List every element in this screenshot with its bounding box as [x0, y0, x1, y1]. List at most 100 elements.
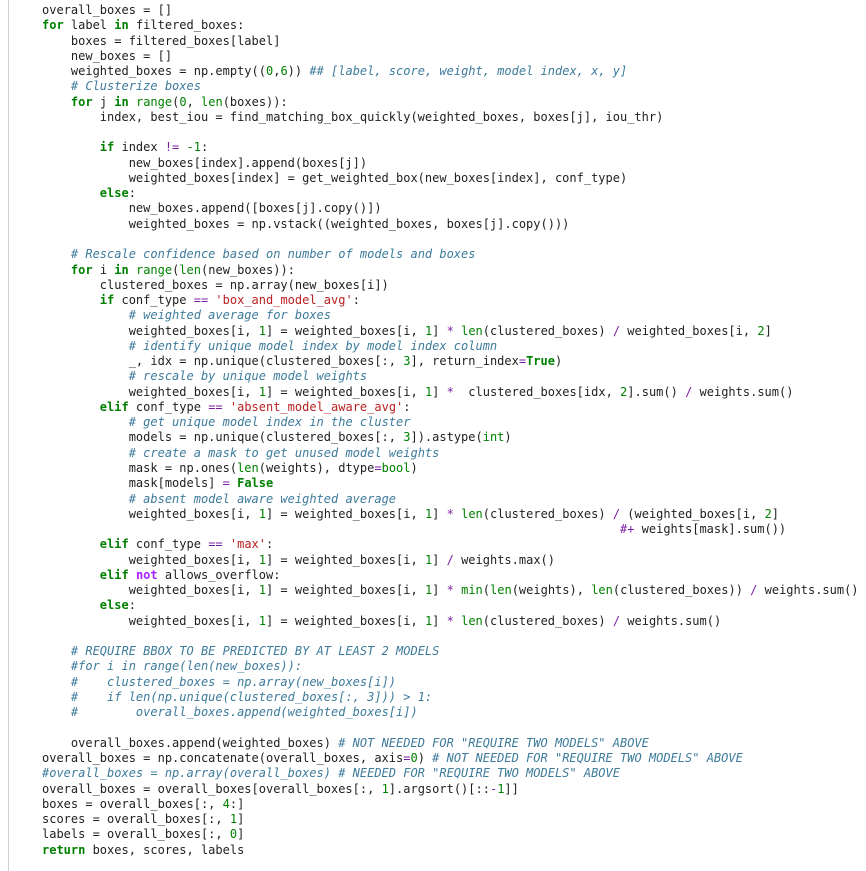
code-line: overall_boxes = np.concatenate(overall_b…: [42, 751, 859, 766]
code-token: 0: [410, 751, 418, 766]
code-line: elif conf_type == 'absent_model_aware_av…: [42, 400, 859, 415]
code-line: overall_boxes = overall_boxes[overall_bo…: [42, 782, 859, 797]
code-token: ]).astype(: [410, 430, 483, 445]
code-token: [454, 507, 461, 521]
code-token: ] = weighted_boxes[i,: [265, 583, 425, 598]
code-token: 1: [229, 812, 238, 827]
code-token: in: [114, 94, 129, 109]
code-line: # if len(np.unique(clustered_boxes[:, 3]…: [42, 690, 859, 705]
code-token: len: [490, 583, 512, 598]
code-token: in: [114, 18, 129, 33]
code-line: # rescale by unique model weights: [42, 369, 859, 384]
code-token: ): [410, 460, 418, 475]
code-token: weighted_boxes[i,: [42, 506, 259, 521]
code-line: # Clusterize boxes: [42, 79, 859, 94]
code-token: weights[mask].sum()): [634, 522, 787, 537]
code-token: _, idx = np.unique(clustered_boxes[:,: [42, 354, 404, 369]
code-token: (: [482, 583, 491, 598]
code-token: *: [446, 323, 454, 338]
code-line: [42, 125, 859, 140]
code-token: weighted_boxes[i,: [42, 323, 259, 338]
code-token: 0: [265, 64, 274, 79]
code-token: # identify unique model index by model i…: [128, 338, 498, 353]
code-token: [42, 522, 620, 536]
code-line: weighted_boxes[i, 1] = weighted_boxes[i,…: [42, 385, 859, 400]
code-line: for label in filtered_boxes:: [42, 18, 859, 33]
code-token: boxes = filtered_boxes[label]: [42, 33, 281, 48]
code-line: new_boxes.append([boxes[j].copy()]): [42, 201, 859, 216]
code-token: [42, 705, 71, 719]
code-token: 2: [764, 506, 772, 521]
code-cell[interactable]: overall_boxes = []for label in filtered_…: [8, 0, 866, 871]
code-token: ): [417, 751, 433, 766]
code-line: # absent model aware weighted average: [42, 492, 859, 507]
code-token: len: [201, 94, 223, 109]
code-token: ==: [208, 537, 223, 552]
code-token: ]: [432, 583, 447, 598]
code-token: scores = overall_boxes[:,: [42, 812, 230, 827]
code-editor[interactable]: overall_boxes = []for label in filtered_…: [42, 3, 859, 858]
code-token: ].argsort()[::: [388, 781, 490, 796]
code-token: elif: [99, 537, 129, 552]
code-line: elif conf_type == 'max':: [42, 537, 859, 552]
code-token: /: [612, 323, 621, 338]
code-token: /: [612, 613, 621, 628]
code-line: weighted_boxes[i, 1] = weighted_boxes[i,…: [42, 583, 859, 598]
code-token: if: [99, 293, 115, 308]
code-token: i: [92, 262, 115, 277]
code-token: 2: [620, 384, 628, 399]
code-token: 6: [280, 64, 288, 79]
code-token: [454, 583, 461, 597]
code-token: 1: [258, 384, 266, 399]
code-line: scores = overall_boxes[:, 1]: [42, 812, 859, 827]
code-token: ]: [764, 323, 772, 338]
code-token: =: [374, 460, 382, 475]
code-line: [42, 720, 859, 735]
code-line: weighted_boxes = np.vstack((weighted_box…: [42, 217, 859, 232]
code-line: _, idx = np.unique(clustered_boxes[:, 3]…: [42, 354, 859, 369]
code-token: [129, 95, 136, 109]
code-token: ## [label, score, weight, model index, x…: [309, 64, 628, 79]
code-token: 1: [424, 506, 433, 521]
code-token: weights.max(): [453, 552, 556, 567]
code-token: clustered_boxes[idx,: [453, 384, 621, 399]
code-token: (weighted_boxes[i,: [620, 506, 765, 521]
code-token: ]: [237, 827, 245, 842]
code-token: models = np.unique(clustered_boxes[:,: [42, 430, 404, 445]
code-token: len: [461, 323, 483, 338]
code-token: j: [92, 94, 115, 109]
code-token: :: [128, 186, 136, 201]
code-token: /: [446, 552, 454, 567]
code-line: [42, 232, 859, 247]
code-token: len: [591, 583, 613, 598]
code-line: #for i in range(len(new_boxes)):: [42, 659, 859, 674]
code-token: 1: [258, 323, 266, 338]
code-token: 1: [497, 781, 505, 796]
code-token: ,: [273, 64, 281, 79]
code-token: -1: [186, 140, 201, 155]
code-line: boxes = filtered_boxes[label]: [42, 34, 859, 49]
code-token: bool: [381, 460, 411, 475]
code-token: 4: [222, 796, 230, 811]
code-token: ==: [193, 293, 209, 308]
code-token: *: [446, 613, 454, 628]
code-line: # REQUIRE BBOX TO BE PREDICTED BY AT LEA…: [42, 644, 859, 659]
code-token: weights.sum(): [757, 583, 859, 598]
code-line: # weighted average for boxes: [42, 308, 859, 323]
code-token: conf_type: [114, 293, 194, 308]
code-token: weights.sum(): [692, 384, 794, 399]
code-line: weighted_boxes[index] = get_weighted_box…: [42, 171, 859, 186]
code-token: [42, 644, 71, 658]
code-token: for: [70, 262, 93, 277]
code-token: overall_boxes = np.concatenate(overall_b…: [42, 751, 404, 766]
code-token: weighted_boxes[i,: [42, 552, 259, 567]
code-token: allows_overflow:: [157, 567, 281, 582]
code-token: *: [446, 583, 454, 598]
code-token: [42, 308, 129, 322]
code-token: :: [266, 537, 274, 552]
code-token: [129, 263, 136, 277]
code-token: [42, 339, 129, 353]
code-token: ]: [432, 384, 447, 399]
code-token: for: [70, 94, 93, 109]
code-token: :: [128, 598, 136, 613]
